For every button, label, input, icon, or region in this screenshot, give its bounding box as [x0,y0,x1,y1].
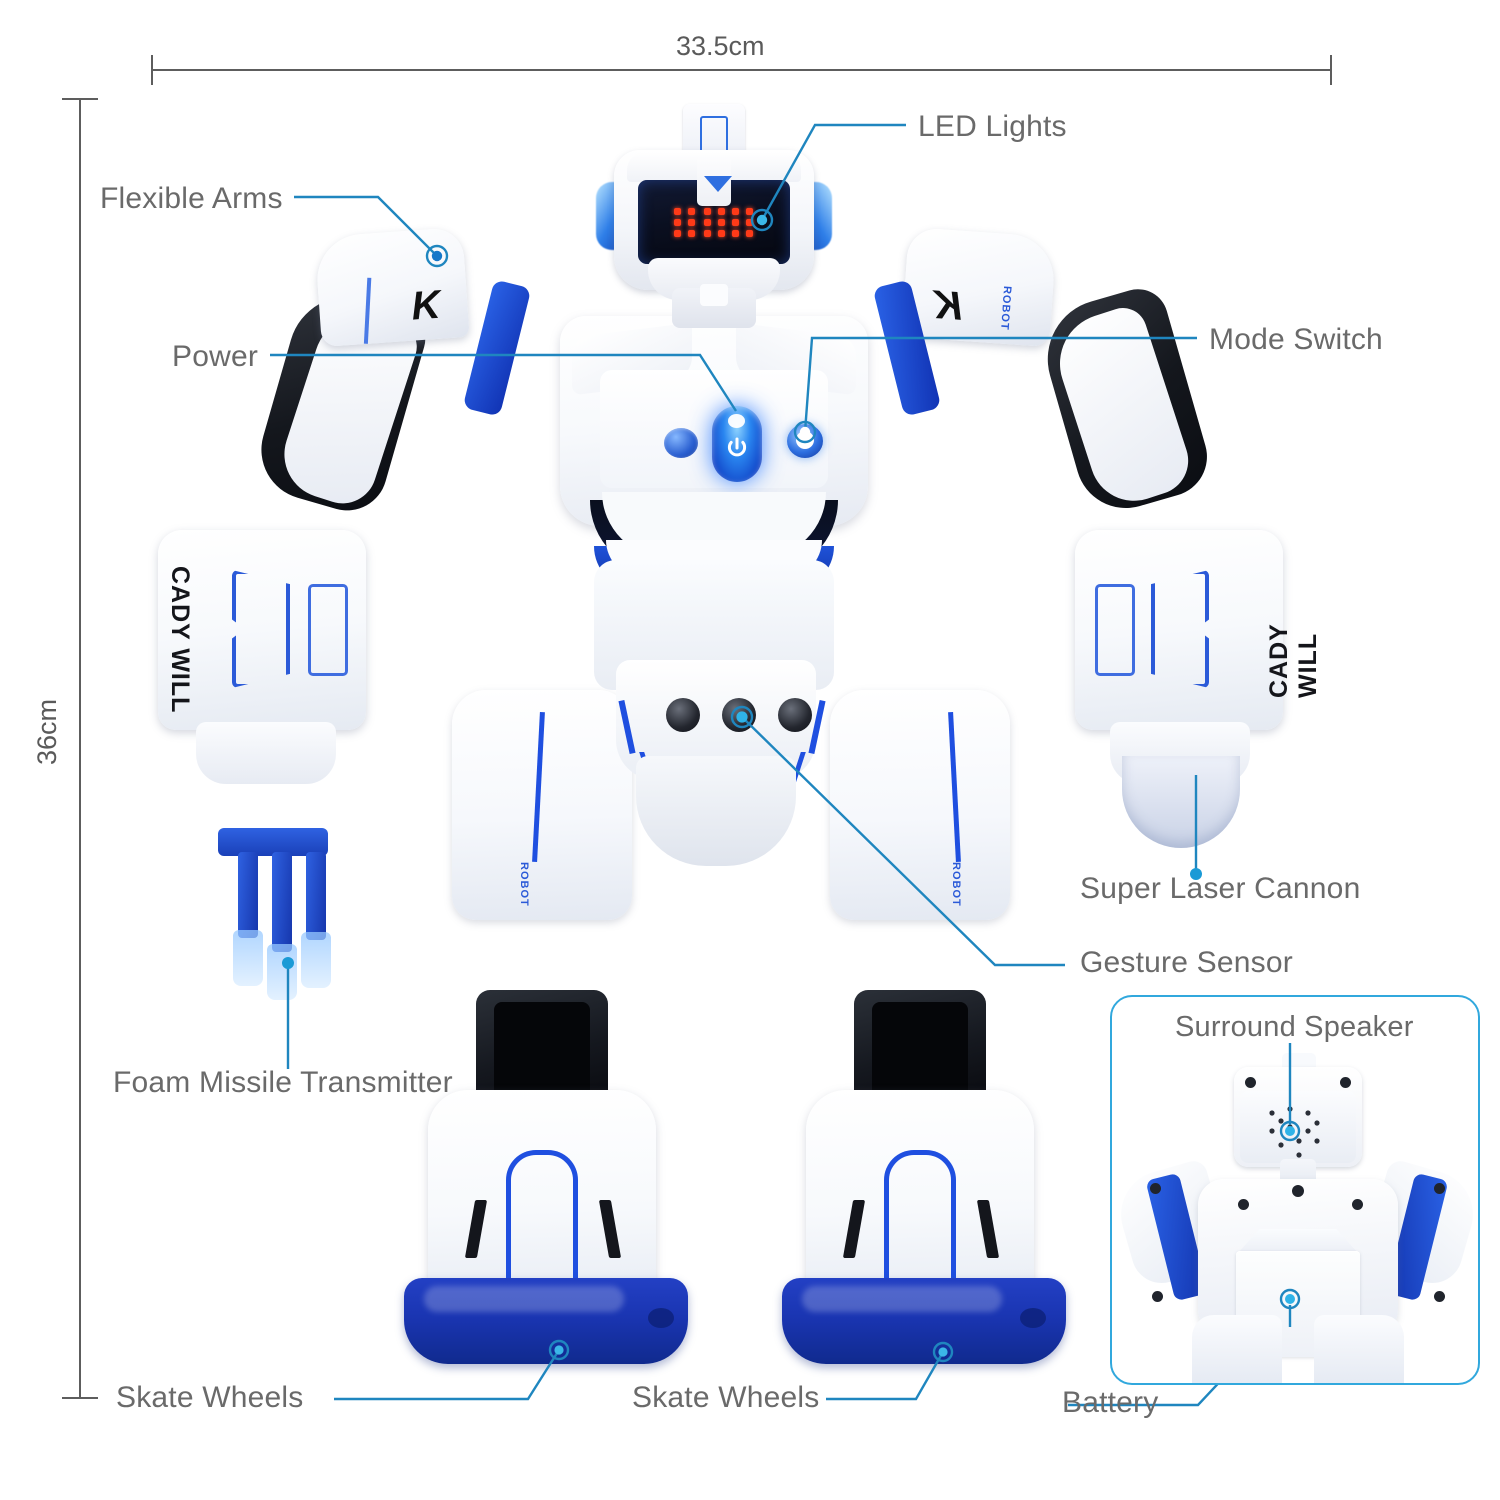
callout-label-flexible-arms: Flexible Arms [100,182,283,215]
sensor-hole-right [778,698,812,732]
left-leg-brand-text: ROBOT [518,862,530,907]
gesture-sensor-lens [722,698,756,732]
left-shoulder-logo: K [409,282,442,329]
super-laser-cannon-dome [1122,756,1240,848]
left-forearm-accent [232,570,290,688]
inset-back-screw-right [1352,1199,1363,1210]
right-skate-wheel-base [782,1278,1066,1364]
left-shin [428,1090,656,1310]
callout-label-power: Power [172,340,259,373]
left-shin-accent [506,1150,578,1278]
callout-label-gesture-sensor: Gesture Sensor [1080,946,1293,979]
right-shin-accent [884,1150,956,1278]
neck-tab [700,284,728,306]
power-button-indicator [728,414,745,428]
left-forearm-accent-2 [308,584,348,676]
right-thigh [830,690,1010,920]
inset-shoulder-screw-right [1434,1183,1445,1194]
right-shoulder-brand-text: ROBOT [998,285,1014,332]
foam-dart-tip-2 [267,944,297,1000]
mode-switch-indicator [796,431,814,449]
foam-dart-2 [272,852,292,952]
left-foot-gloss [424,1286,624,1312]
inset-back-screw-top [1292,1185,1304,1197]
left-forearm-brand-text: CADY WILL [166,566,194,714]
right-shin [806,1090,1034,1310]
left-forearm: CADY WILL [158,530,366,730]
head-triangle-marker [704,176,732,192]
inset-head-screw-left [1245,1077,1256,1088]
inset-shoulder-screw-left-2 [1152,1291,1163,1302]
inset-callout-label-surround-speaker: Surround Speaker [1175,1011,1414,1043]
inset-head-screw-right [1340,1077,1351,1088]
speaker-hole-pattern [1269,1106,1320,1158]
right-leg-brand-text: ROBOT [950,862,962,907]
right-knee-inner [872,1002,968,1106]
right-forearm: CADY WILL [1075,530,1322,730]
auxiliary-button[interactable] [664,428,698,458]
inset-left-hip [1192,1315,1282,1383]
callout-label-skate-wheels-left: Skate Wheels [116,1381,304,1414]
inset-right-hip [1314,1315,1404,1383]
right-shoulder-pad: K ROBOT [901,226,1057,348]
inset-shoulder-screw-right-2 [1434,1291,1445,1302]
left-shoulder-pad: K [314,226,470,348]
inset-shoulder-screw-left [1150,1183,1161,1194]
height-dimension-label: 36cm [32,698,62,765]
width-dimension-label: 33.5cm [676,31,765,61]
right-forearm-accent-2 [1095,584,1135,676]
foam-dart-tip-1 [233,930,263,986]
power-icon [727,437,747,457]
callout-label-mode-switch: Mode Switch [1209,323,1383,356]
right-forearm-accent [1151,570,1209,688]
left-shoulder-line [363,277,372,344]
callout-label-skate-wheels-right: Skate Wheels [632,1381,820,1414]
inset-leader-lines [1279,1043,1301,1327]
right-foot-gloss [802,1286,1002,1312]
pelvis [636,756,796,866]
callout-label-foam-missile-transmitter: Foam Missile Transmitter [113,1066,453,1099]
right-wheel-hole [1020,1308,1046,1328]
left-knee-inner [494,1002,590,1106]
callout-label-led-lights: LED Lights [918,110,1067,143]
battery-cover-latch[interactable] [1238,1229,1358,1253]
sensor-hole-left [666,698,700,732]
callout-label-battery: Battery [1062,1386,1159,1419]
right-forearm-brand-text: CADY WILL [1265,623,1322,698]
left-wrist-cuff [196,722,336,784]
foam-dart-3 [306,852,326,940]
left-arm-blue-band [462,279,532,417]
callout-label-super-laser-cannon: Super Laser Cannon [1080,872,1361,905]
inset-back-screw-left [1238,1199,1249,1210]
foam-dart-tip-3 [301,932,331,988]
rear-view-inset-panel: Surround Speaker [1110,995,1480,1385]
foam-dart-1 [238,852,258,938]
left-wheel-hole [648,1308,674,1328]
foam-missile-launcher-base [218,828,328,856]
right-shoulder-logo: K [932,282,964,329]
